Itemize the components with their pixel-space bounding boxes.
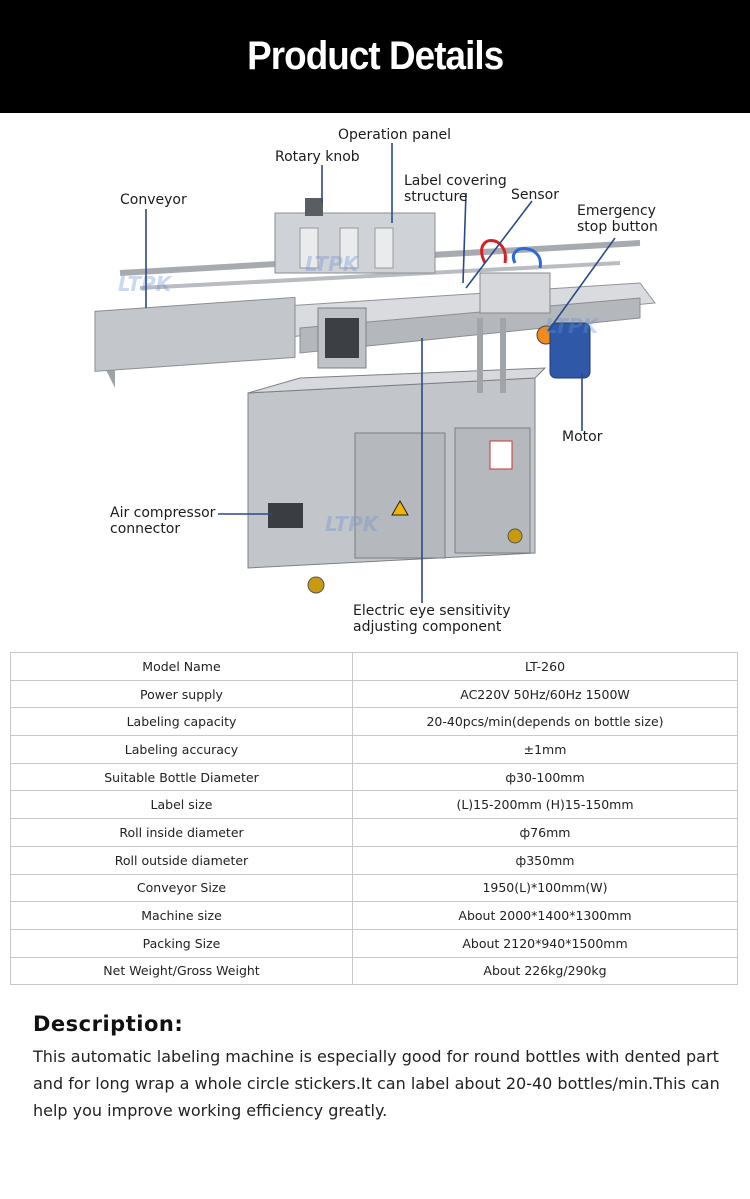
machine-figure: LTPK LTPK LTPK LTPK Operation panel Rota… (0, 113, 750, 643)
warning-sticker (391, 499, 409, 516)
spec-value: ф76mm (352, 818, 738, 847)
sensor-bracket (479, 272, 551, 314)
description-body: This automatic labeling machine is espec… (33, 1047, 720, 1120)
callout-rotary-knob: Rotary knob (275, 149, 360, 165)
page-title: Product Details (246, 34, 504, 78)
spec-value: LT-260 (352, 652, 738, 681)
label-roll-2 (339, 227, 359, 269)
spec-name: Suitable Bottle Diameter (10, 762, 353, 792)
callout-operation-panel: Operation panel (338, 127, 451, 143)
table-row: Labeling accuracy±1mm (10, 735, 738, 764)
labeling-machine-illustration: LTPK LTPK LTPK LTPK (94, 143, 656, 603)
spec-value: About 2120*940*1500mm (352, 928, 738, 958)
callout-line-sensor (465, 200, 533, 289)
air-regulator (268, 503, 303, 528)
spec-name: Machine size (10, 901, 353, 930)
spec-name: Model Name (10, 652, 353, 681)
spec-name: Conveyor Size (10, 873, 353, 903)
watermark-3: LTPK (545, 314, 600, 338)
spec-value: About 226kg/290kg (352, 956, 738, 986)
callout-label-covering: Label covering structure (404, 173, 507, 205)
info-sticker (489, 440, 513, 470)
spec-value: (L)15-200mm (H)15-150mm (352, 790, 738, 820)
callout-conveyor: Conveyor (120, 192, 187, 208)
column-motor (325, 318, 359, 358)
table-row: Label size(L)15-200mm (H)15-150mm (10, 790, 738, 820)
rotary-knob (305, 198, 323, 216)
callout-lines (145, 143, 616, 603)
motor (549, 322, 591, 379)
cabinet-door-left (354, 432, 446, 559)
spec-name: Roll inside diameter (10, 818, 353, 847)
spec-value: About 2000*1400*1300mm (352, 901, 738, 930)
spec-name: Net Weight/Gross Weight (10, 956, 353, 986)
description-title: Description: (33, 1012, 184, 1036)
spec-value: ±1mm (352, 735, 738, 764)
wheel-2 (507, 528, 523, 544)
cabinet-top (247, 367, 547, 394)
air-tube-red (480, 239, 507, 264)
spec-value: 1950(L)*100mm(W) (352, 873, 738, 903)
air-tube-blue (511, 247, 542, 269)
watermark-4: LTPK (325, 512, 380, 536)
spec-name: Roll outside diameter (10, 845, 353, 875)
wheel (307, 576, 325, 594)
conveyor-side-rail (94, 296, 296, 372)
callout-electric-eye: Electric eye sensitivity adjusting compo… (353, 603, 511, 635)
callout-sensor: Sensor (511, 187, 559, 203)
spec-value: 20-40pcs/min(depends on bottle size) (352, 707, 738, 737)
spec-value: ф30-100mm (352, 762, 738, 792)
label-roll-3 (374, 227, 394, 269)
watermark-2: LTPK (305, 252, 360, 276)
spec-name: Packing Size (10, 928, 353, 958)
spec-name: Labeling accuracy (10, 735, 353, 764)
callout-air-compressor: Air compressor connector (110, 505, 216, 537)
spec-name: Label size (10, 790, 353, 820)
spec-name: Power supply (10, 679, 353, 709)
spec-value: AC220V 50Hz/60Hz 1500W (352, 679, 738, 709)
callout-motor: Motor (562, 429, 603, 445)
callout-line-emergency (547, 237, 616, 332)
callout-line-label-covering (462, 192, 467, 284)
spec-value: ф350mm (352, 845, 738, 875)
spec-name: Labeling capacity (10, 707, 353, 737)
header-banner: Product Details (0, 0, 750, 113)
callout-emergency-stop: Emergency stop button (577, 203, 658, 235)
label-roll (299, 227, 319, 269)
